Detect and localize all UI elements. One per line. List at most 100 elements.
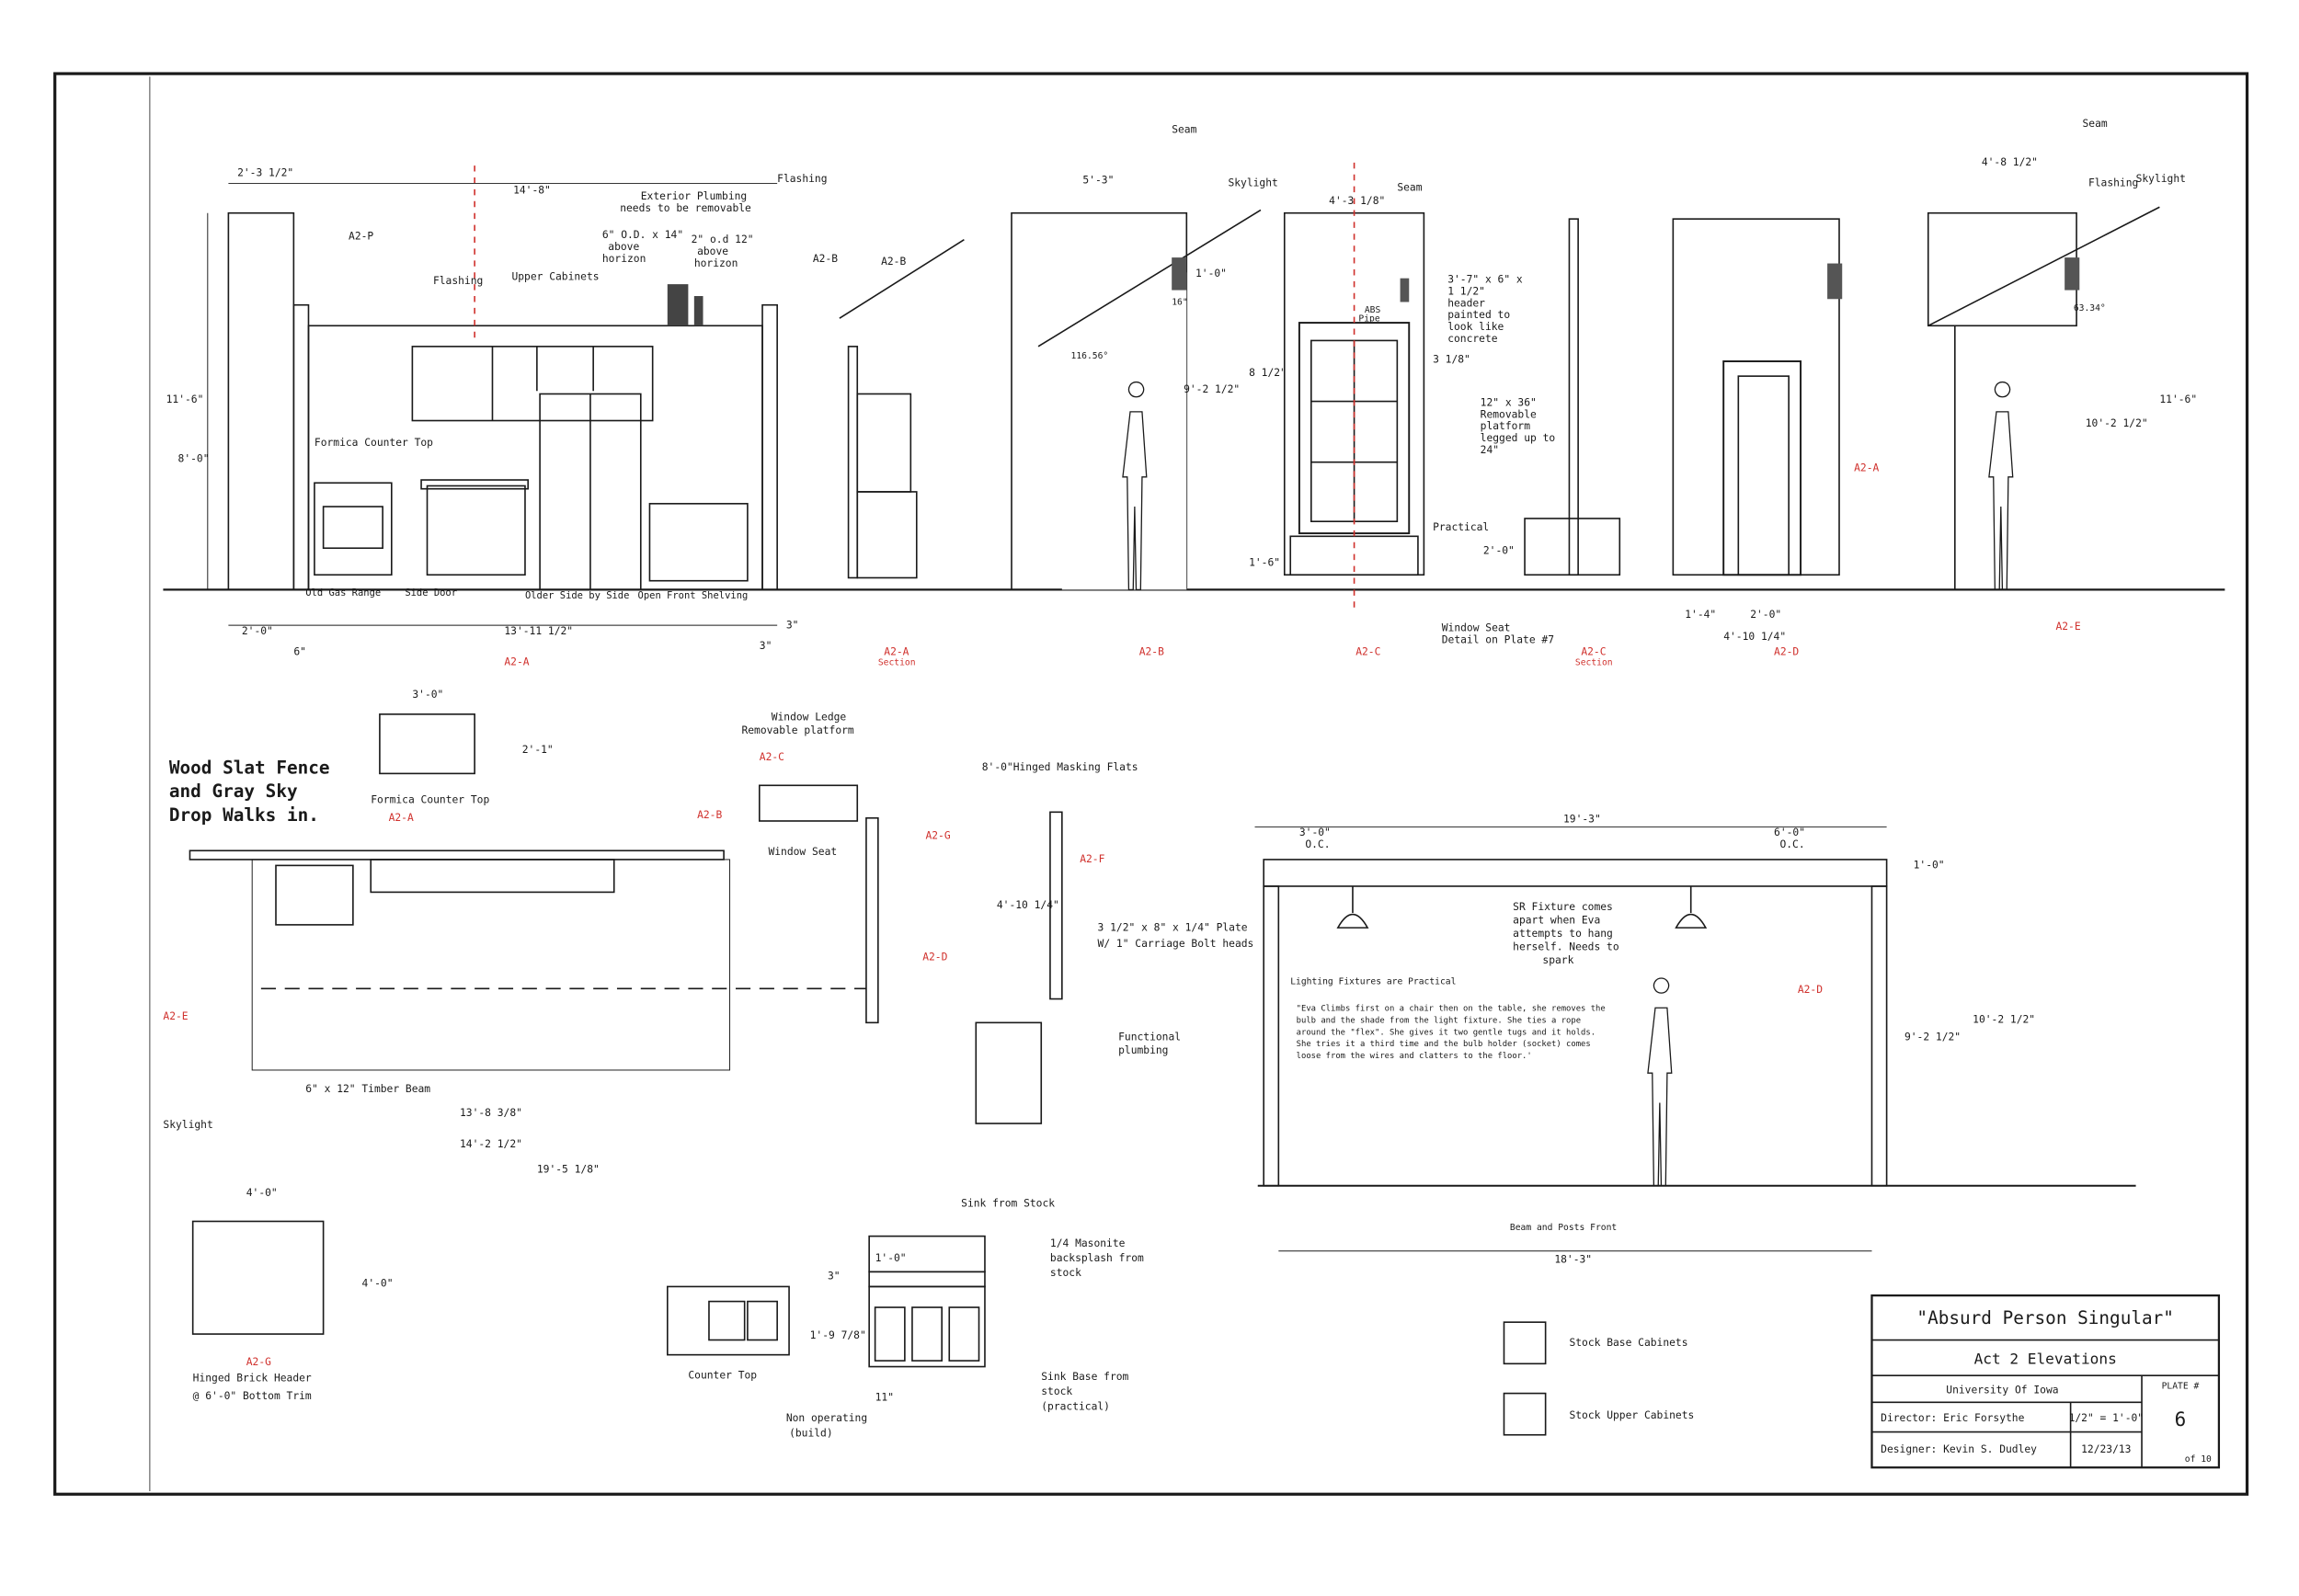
note-label: stock xyxy=(1041,1385,1072,1397)
section-wall xyxy=(1568,218,1579,576)
dim-label: 3" xyxy=(760,640,772,652)
note-label: look like xyxy=(1447,321,1504,333)
window-ledge xyxy=(759,784,859,822)
tag-label: A2-B xyxy=(813,253,838,265)
title-block-frame xyxy=(1870,1294,2221,1469)
base-cabinet xyxy=(426,484,526,576)
note-label: Hinged Brick Header xyxy=(193,1373,312,1385)
designer-name: Designer: Kevin S. Dudley xyxy=(1881,1443,2037,1455)
dim-label: 3'-0" xyxy=(412,689,443,701)
counter-top-detail xyxy=(379,713,475,775)
tag-label: A2-C xyxy=(760,751,784,763)
roof-slope xyxy=(1037,209,1262,348)
note-label: above xyxy=(608,241,639,253)
plan-headline: Drop Walks in. xyxy=(169,804,319,826)
dim-label: 1'-0" xyxy=(1195,268,1227,279)
note-label: Beam and Posts Front xyxy=(1510,1223,1617,1233)
plate-label: PLATE # xyxy=(2162,1382,2200,1392)
dim-label: 3'-0" xyxy=(1299,826,1331,838)
note-label: Old Gas Range xyxy=(305,587,381,598)
tag-label: A2-E xyxy=(163,1010,188,1022)
masonite-backsplash xyxy=(868,1271,986,1288)
stove-plan xyxy=(275,864,354,926)
light-fixture xyxy=(1336,885,1369,929)
dim-label: 18'-3" xyxy=(1554,1254,1592,1266)
note-label: Window Seat xyxy=(768,846,837,858)
note-label: @ 6'-0" Bottom Trim xyxy=(193,1390,312,1402)
dim-label: 13'-8 3/8" xyxy=(460,1107,522,1119)
dim-label: 11" xyxy=(875,1392,894,1404)
note-label: Window Ledge xyxy=(772,711,847,723)
dim-label: 6" xyxy=(293,645,306,657)
dim-label: 4'-10 1/4" xyxy=(1723,631,1786,643)
beam-and-posts-front: 19'-3" 3'-0" O.C. 6'-0" O.C. 1'-0" 9'-2 … xyxy=(1254,814,2136,1266)
director-name: Director: Eric Forsythe xyxy=(1881,1412,2024,1424)
post-left xyxy=(1263,885,1280,1187)
chimney-left xyxy=(227,211,295,591)
dim-label: 19'-5 1/8" xyxy=(537,1163,600,1175)
note-label: 1 1/2" xyxy=(1447,285,1485,297)
cabinet-door xyxy=(874,1306,906,1362)
elevation-caption: A2-B xyxy=(1139,645,1164,657)
masking-flat xyxy=(1049,811,1063,1000)
note-label: Skylight xyxy=(2136,173,2186,185)
dim-label: 4'-10 1/4" xyxy=(997,899,1059,911)
elevation-a2-d: 1'-4" 2'-0" 4'-10 1/4" A2-D xyxy=(1672,218,1843,657)
dim-label: 16" xyxy=(1172,298,1187,308)
scale-value: 1/2" = 1'-0" xyxy=(2069,1412,2145,1424)
story-note: around the "flex". She gives it two gent… xyxy=(1297,1028,1596,1037)
ground-plan: Wood Slat Fence and Gray Sky Drop Walks … xyxy=(163,689,1253,1209)
note-label: 3'-7" x 6" x xyxy=(1447,274,1523,286)
dim-label: 4'-8 1/2" xyxy=(1982,156,2038,168)
window-seat-platform xyxy=(1524,518,1621,576)
section-cabinet xyxy=(856,491,918,579)
sheet-border xyxy=(53,72,2249,1496)
human-silhouette xyxy=(1988,381,2014,591)
post-right xyxy=(1870,885,1888,1187)
drawing-title: Act 2 Elevations xyxy=(1974,1350,2117,1367)
hinged-brick-header-detail: 4'-0" 4'-0" A2-G Hinged Brick Header @ 6… xyxy=(191,1187,394,1402)
dim-label: 8'-0" xyxy=(178,453,210,465)
legend: Stock Base Cabinets Stock Upper Cabinets xyxy=(1503,1321,1694,1436)
elevation-caption: A2-A xyxy=(504,656,529,668)
dim-label: 5'-3" xyxy=(1082,174,1114,186)
dim-label: 2'-0" xyxy=(1483,545,1515,557)
wall-post-right xyxy=(761,303,778,591)
note-label: (build) xyxy=(789,1427,833,1439)
counter-top-sink xyxy=(667,1285,790,1356)
note-label: Older Side by Side xyxy=(525,590,629,601)
note-label: Seam xyxy=(1397,182,1422,194)
plate-number: 6 xyxy=(2175,1408,2187,1431)
note-label: Side Door xyxy=(405,587,457,598)
cabinet-door xyxy=(911,1306,943,1362)
upper-cabinet-plan xyxy=(370,859,615,894)
chimney xyxy=(1927,211,2077,327)
dim-label: 3" xyxy=(786,619,799,631)
note-label: Formica Counter Top xyxy=(371,794,489,806)
main-brick-wall xyxy=(307,325,763,591)
tag-label: A2-D xyxy=(1798,984,1823,996)
elevation-caption: A2-D xyxy=(1774,645,1799,657)
dim-label: 1'-9 7/8" xyxy=(810,1329,866,1341)
dim-label: 2'-0" xyxy=(242,625,273,637)
note-label: 12" x 36" xyxy=(1481,396,1537,408)
tag-label: A2-D xyxy=(922,952,947,963)
legend-swatch-base xyxy=(1503,1321,1547,1365)
note-label: Flashing xyxy=(433,275,483,287)
note-label: SR Fixture comes xyxy=(1513,901,1613,913)
beam-stub xyxy=(1827,263,1843,300)
tag-label: A2-B xyxy=(881,256,906,268)
note-label: (practical) xyxy=(1041,1400,1110,1412)
wall-post-left xyxy=(292,303,310,591)
title-block: "Absurd Person Singular" Act 2 Elevation… xyxy=(1870,1294,2221,1469)
note-label: Window Seat xyxy=(1442,622,1511,634)
dim-label: 14'-2 1/2" xyxy=(460,1138,522,1150)
note-label: herself. Needs to xyxy=(1513,940,1619,952)
light-fixture xyxy=(1675,885,1708,929)
dim-label: 3" xyxy=(828,1270,841,1282)
note-label: Practical xyxy=(1433,521,1489,533)
note-label: Pipe xyxy=(1358,314,1379,324)
note-label: legged up to xyxy=(1481,432,1556,444)
pipe xyxy=(693,296,703,326)
